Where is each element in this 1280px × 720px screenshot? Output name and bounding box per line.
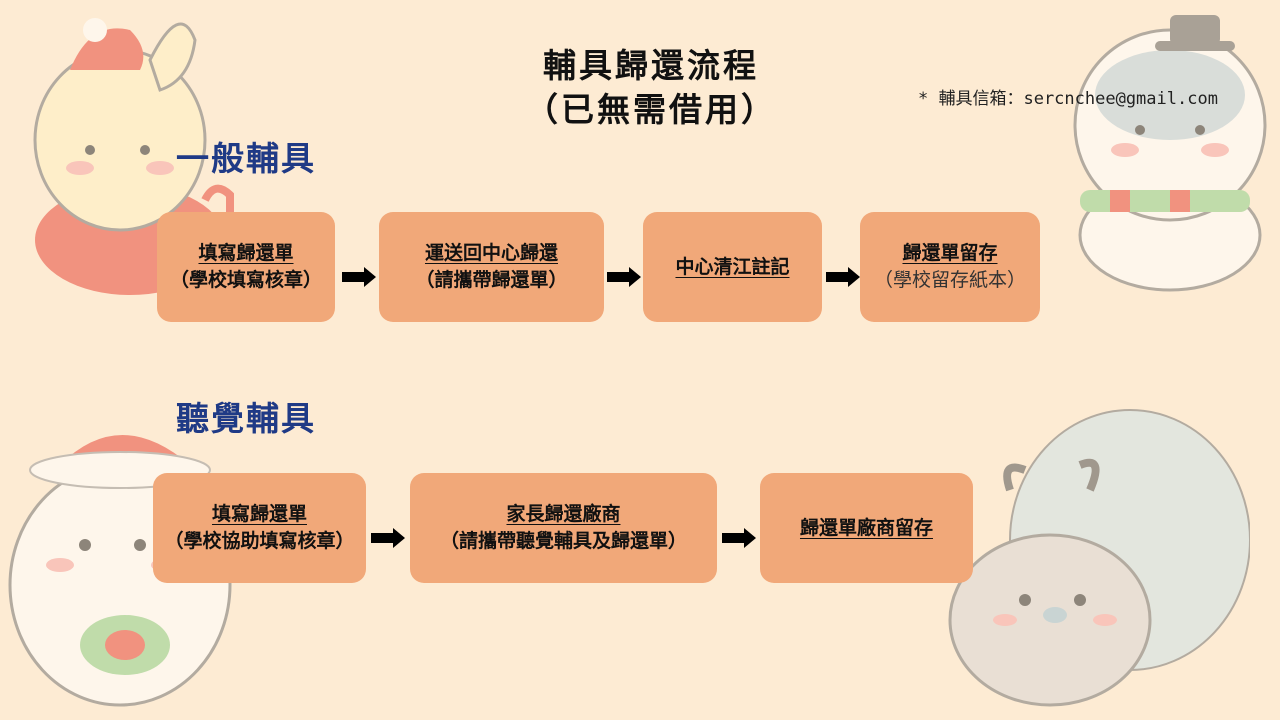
hearing-step-3: 歸還單廠商留存 — [760, 473, 973, 583]
step-note: （學校協助填寫核章） — [164, 530, 355, 552]
step-label: 中心清江註記 — [675, 255, 790, 278]
right-arrow-icon — [826, 267, 860, 287]
page-title: 輔具歸還流程 （已無需借用） — [0, 44, 1280, 132]
step-label: 填寫歸還單 — [211, 503, 307, 525]
general-devices-heading: 一般輔具 — [176, 139, 316, 178]
step-label: 歸還單廠商留存 — [799, 516, 933, 539]
right-arrow-icon — [722, 528, 756, 548]
step-note: （請攜帶聽覺輔具及歸還單） — [439, 530, 687, 552]
hearing-step-2: 家長歸還廠商 （請攜帶聽覺輔具及歸還單） — [410, 473, 717, 583]
step-label: 歸還單留存 — [902, 242, 998, 264]
step-label: 家長歸還廠商 — [506, 503, 621, 525]
hearing-step-1: 填寫歸還單 （學校協助填寫核章） — [153, 473, 366, 583]
step-label: 填寫歸還單 — [198, 242, 294, 264]
devil-character-illustration — [948, 409, 1250, 707]
right-arrow-icon — [607, 267, 641, 287]
right-arrow-icon — [342, 267, 376, 287]
general-step-3: 中心清江註記 — [643, 212, 822, 322]
right-arrow-icon — [371, 528, 405, 548]
general-step-1: 填寫歸還單 （學校填寫核章） — [157, 212, 335, 322]
snowman-character-illustration — [1073, 15, 1267, 292]
step-note: （請攜帶歸還單） — [415, 269, 568, 291]
step-note: （學校填寫核章） — [169, 269, 322, 291]
step-label: 運送回中心歸還 — [424, 242, 558, 264]
email-note: * 輔具信箱：sercnchee@gmail.com — [918, 89, 1218, 109]
general-step-4: 歸還單留存 （學校留存紙本） — [860, 212, 1040, 322]
hearing-devices-heading: 聽覺輔具 — [176, 399, 316, 438]
general-step-2: 運送回中心歸還 （請攜帶歸還單） — [379, 212, 604, 322]
title-line-2: （已無需借用） — [525, 90, 777, 129]
title-line-1: 輔具歸還流程 — [543, 46, 759, 85]
step-note: （學校留存紙本） — [873, 269, 1026, 291]
